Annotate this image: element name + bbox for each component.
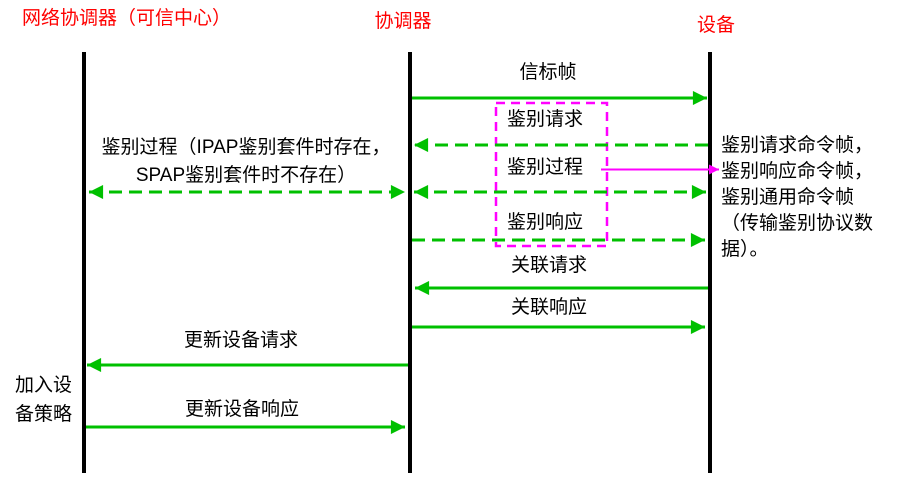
note-auth-command-frames: 鉴别请求命令帧， 鉴别响应命令帧， 鉴别通用命令帧 （传输鉴别协议数 据）。 xyxy=(721,133,873,263)
label-auth-process: 鉴别过程 xyxy=(506,157,584,178)
label-auth-process-span: 鉴别过程（IPAP鉴别套件时存在， SPAP鉴别套件时不存在） xyxy=(102,134,391,190)
label-update-device-response: 更新设备响应 xyxy=(184,399,300,420)
label-join-device-policy: 加入设 备策略 xyxy=(15,371,72,429)
right-note-line2: 鉴别响应命令帧， xyxy=(721,161,874,182)
actor-coordinator: 协调器 xyxy=(374,11,432,32)
right-note-line5: 据）。 xyxy=(721,239,769,260)
join-policy-line2: 备策略 xyxy=(15,404,73,425)
auth-group-box xyxy=(494,101,609,248)
label-auth-response: 鉴别响应 xyxy=(506,212,584,233)
right-note-line3: 鉴别通用命令帧 xyxy=(721,187,855,208)
label-update-device-request: 更新设备请求 xyxy=(183,330,299,351)
right-note-line4: （传输鉴别协议数 xyxy=(721,213,874,234)
label-auth-request: 鉴别请求 xyxy=(506,109,584,130)
actor-network-coordinator: 网络协调器（可信中心） xyxy=(22,8,232,29)
label-beacon-frame: 信标帧 xyxy=(519,62,577,83)
auth-span-line1: 鉴别过程（IPAP鉴别套件时存在， xyxy=(101,137,391,158)
auth-span-line2: SPAP鉴别套件时不存在） xyxy=(135,165,357,186)
label-assoc-request: 关联请求 xyxy=(510,255,588,276)
label-assoc-response: 关联响应 xyxy=(510,297,588,318)
join-policy-line1: 加入设 xyxy=(15,375,73,396)
actor-device: 设备 xyxy=(696,15,736,36)
right-note-line1: 鉴别请求命令帧， xyxy=(721,135,874,156)
